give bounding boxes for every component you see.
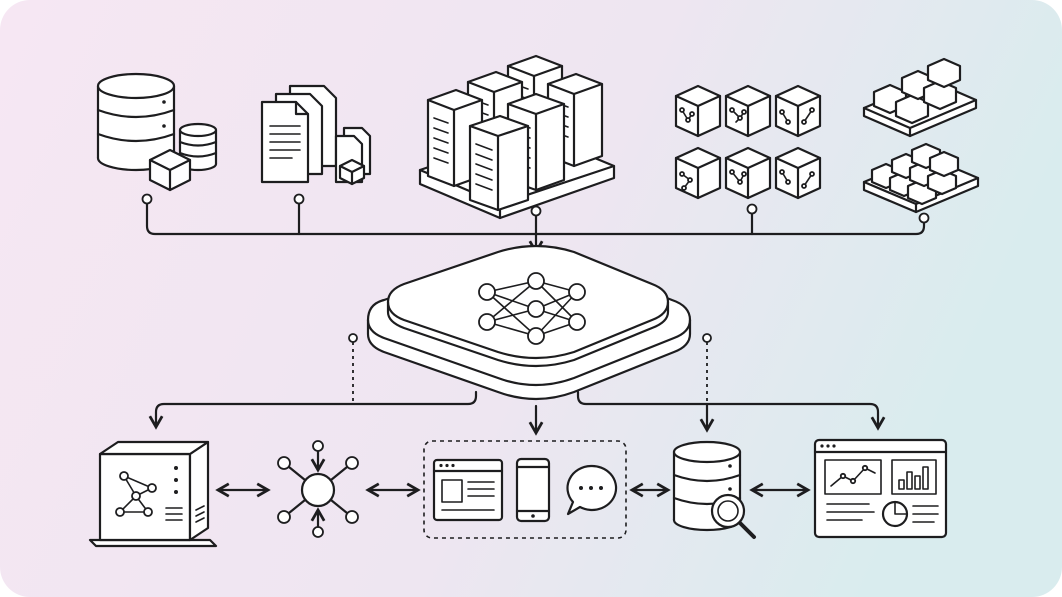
applications-icon bbox=[423, 440, 627, 539]
vector-search-database-icon bbox=[672, 440, 756, 539]
hub-integration-icon bbox=[277, 440, 359, 538]
chat-icon bbox=[566, 464, 618, 516]
source-bus bbox=[141, 193, 930, 255]
documents-icon bbox=[260, 84, 372, 186]
data-blocks-icon bbox=[862, 57, 980, 214]
mobile-app-icon bbox=[515, 457, 551, 523]
neural-network-platform-icon bbox=[366, 244, 692, 401]
server-cluster-icon bbox=[418, 54, 616, 220]
database-icon bbox=[96, 72, 218, 192]
ai-model-icon bbox=[88, 440, 218, 548]
output-bus bbox=[148, 333, 886, 436]
knowledge-graph-cubes-icon bbox=[674, 84, 822, 200]
web-app-icon bbox=[432, 458, 504, 522]
analytics-dashboard-icon bbox=[813, 438, 948, 539]
